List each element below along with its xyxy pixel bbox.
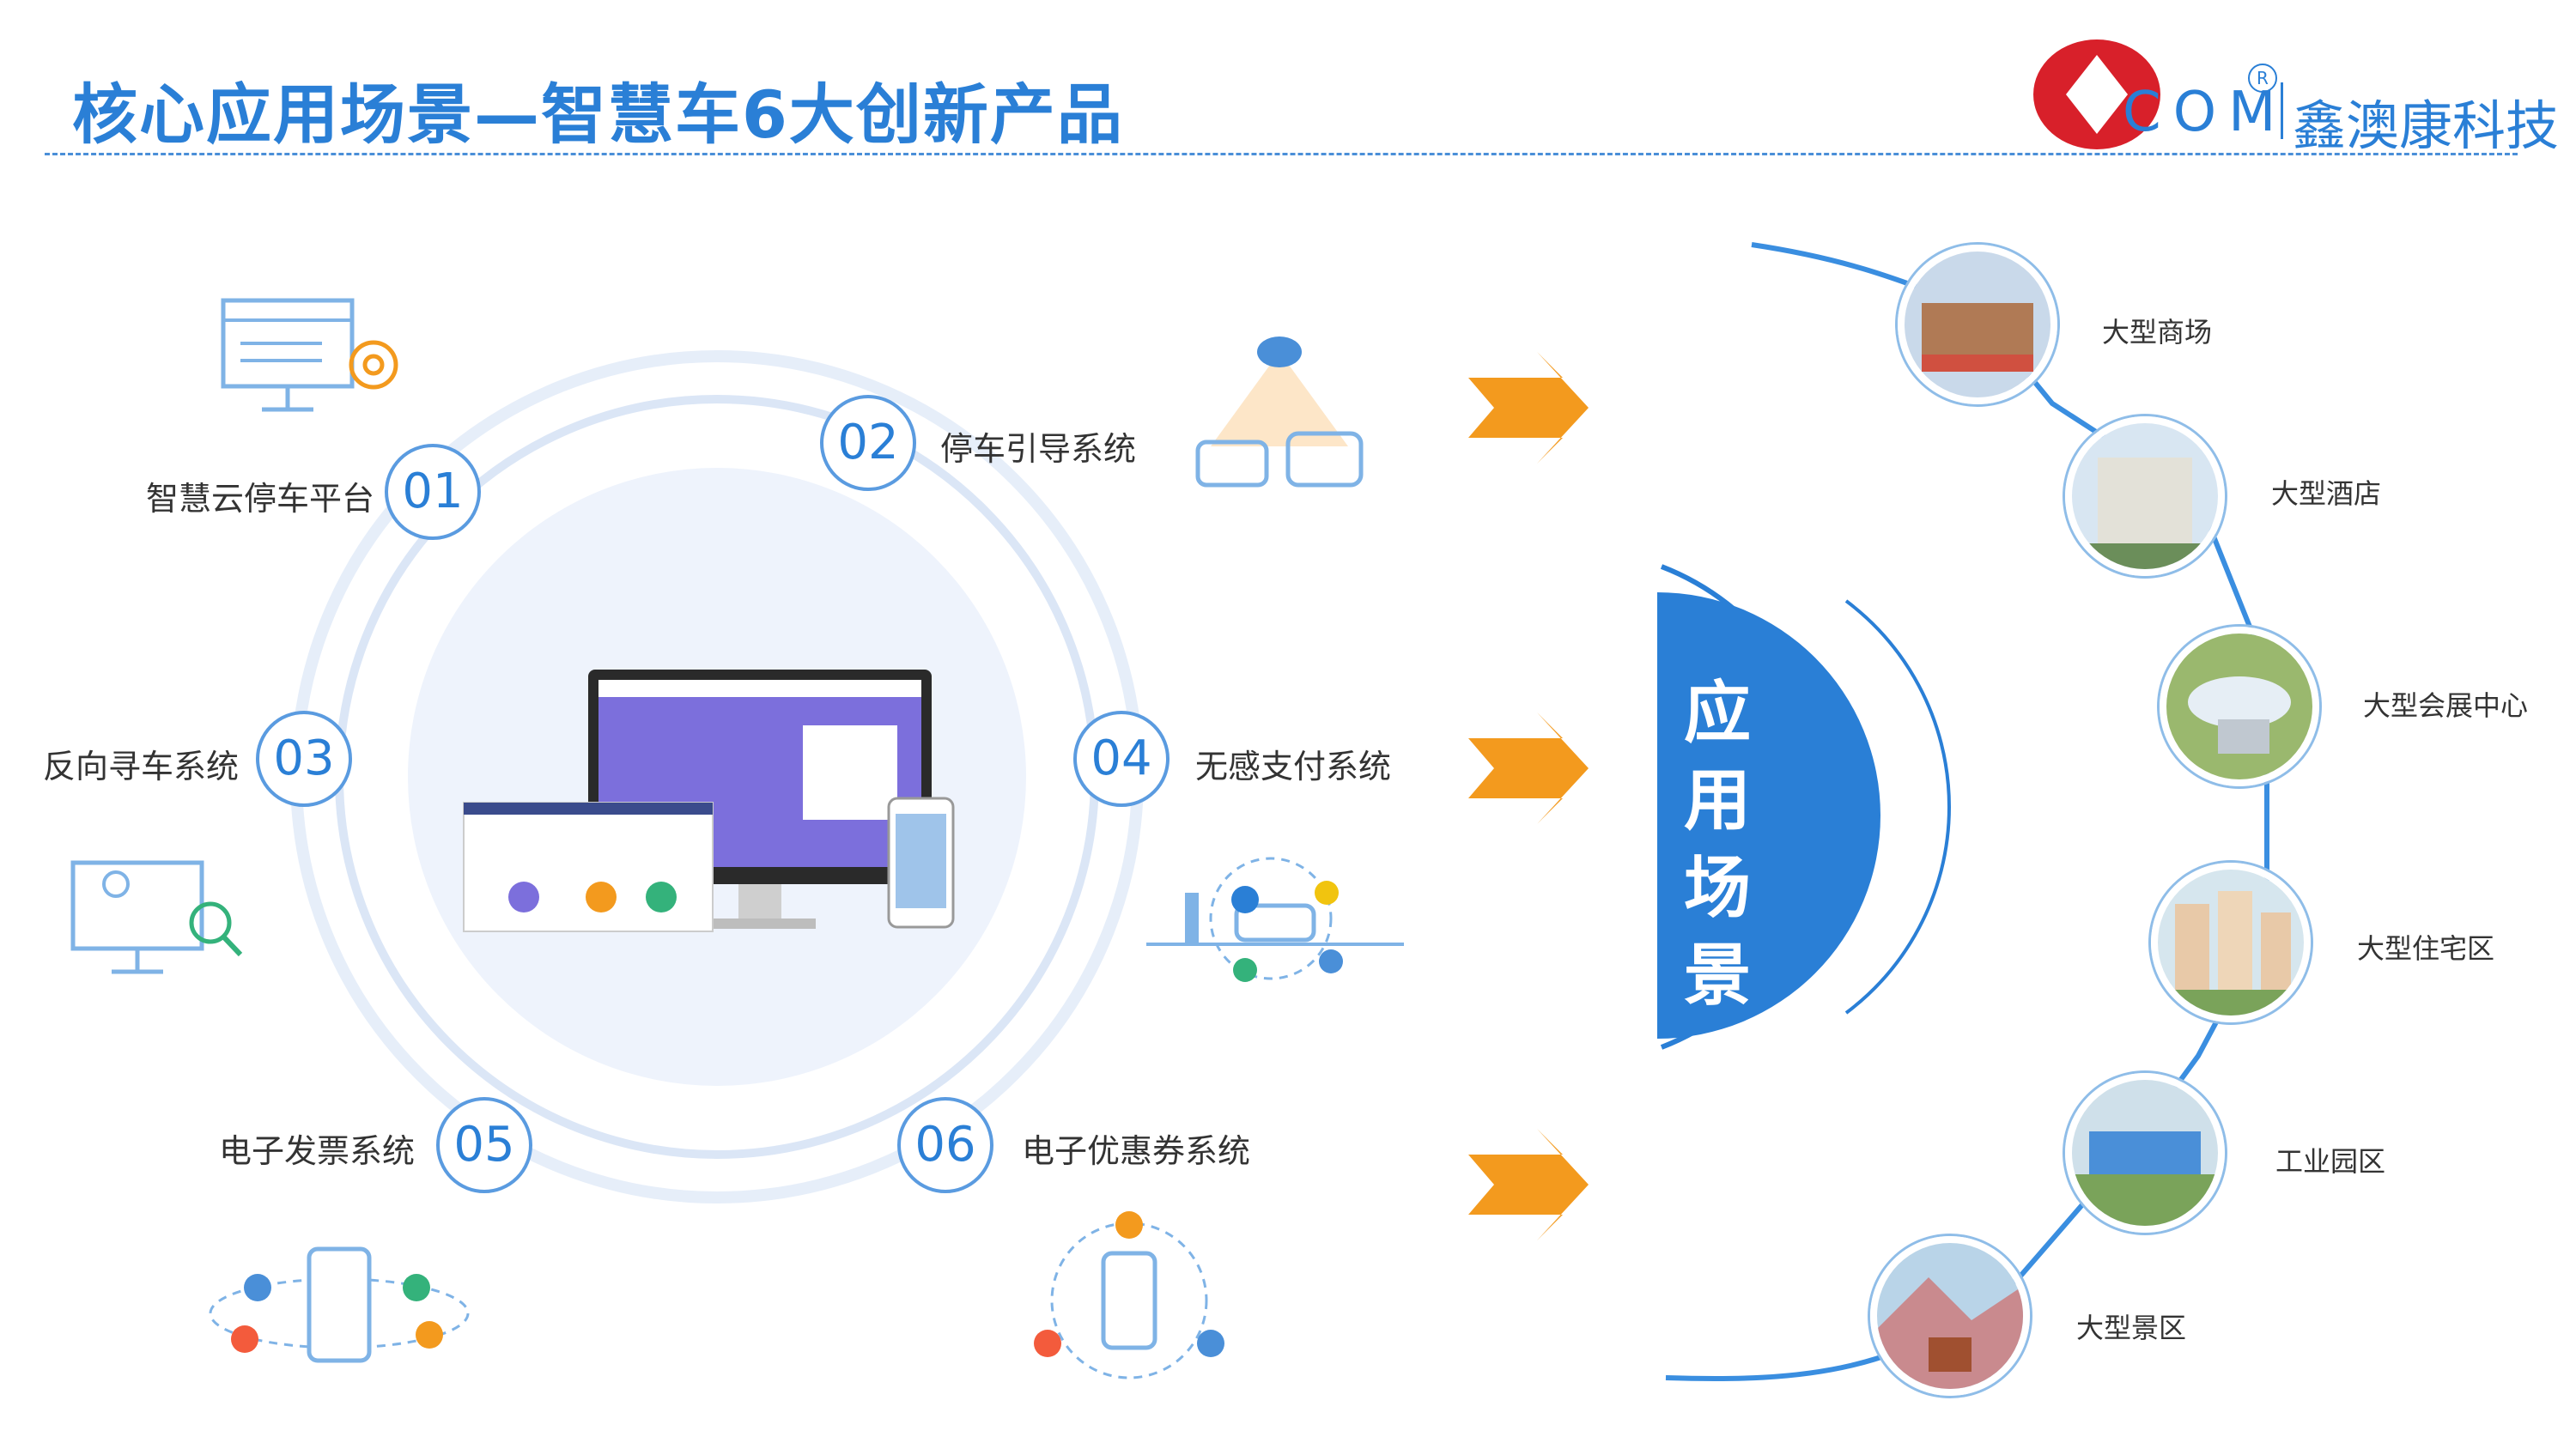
residential-area-photo (2151, 863, 2311, 1022)
product-label-03: 反向寻车系统 (43, 748, 240, 785)
exhibition-center-photo (2160, 627, 2319, 786)
scene-label-mall: 大型商场 (2102, 316, 2213, 349)
scene-label-exhibition: 大型会展中心 (2363, 689, 2529, 722)
product-label-01: 智慧云停车平台 (146, 480, 375, 518)
registered-mark: R (2248, 64, 2277, 93)
contactless-payment-icon (1146, 857, 1404, 982)
cloud-platform-monitor-icon (221, 298, 398, 412)
application-scene-label: 应 用 场 景 (1679, 670, 1756, 1020)
car-finder-monitor-icon (70, 860, 243, 974)
ocom-logo-mark (2033, 39, 2160, 149)
header-divider (45, 153, 2518, 155)
scene-label-hotel: 大型酒店 (2271, 477, 2382, 510)
e-invoice-phone-icon (209, 1246, 470, 1363)
scene-char-2: 用 (1683, 762, 1751, 840)
scene-char-4: 景 (1683, 937, 1751, 1015)
application-scene-badge (1657, 592, 1880, 1039)
company-name: 鑫澳康科技 (2293, 94, 2560, 157)
scenic-area-photo (1870, 1236, 2030, 1396)
product-number-03: 03 (256, 711, 352, 807)
scene-char-3: 场 (1683, 850, 1751, 927)
logo-separator (2281, 82, 2283, 139)
product-label-05: 电子发票系统 (219, 1132, 416, 1170)
product-number-02: 02 (820, 395, 916, 491)
product-number-06: 06 (897, 1097, 993, 1193)
scene-char-1: 应 (1683, 675, 1751, 752)
product-label-04: 无感支付系统 (1195, 748, 1392, 785)
orange-arrow-bottom (1468, 1129, 1589, 1240)
industrial-park-photo (2065, 1073, 2225, 1233)
platform-monitor-illustration (463, 670, 955, 932)
shopping-mall-photo (1898, 245, 2057, 404)
parking-guidance-camera-icon (1195, 336, 1364, 488)
center-arc-decor (1844, 599, 1951, 1015)
hotel-photo (2065, 416, 2225, 576)
orange-arrow-top (1468, 352, 1589, 464)
page-title: 核心应用场景—智慧车6大创新产品 (72, 76, 1124, 153)
product-number-04: 04 (1073, 711, 1170, 807)
product-label-06: 电子优惠券系统 (1022, 1132, 1251, 1170)
scene-label-residential: 大型住宅区 (2357, 932, 2495, 965)
product-label-02: 停车引导系统 (940, 430, 1137, 468)
orange-arrow-middle (1468, 712, 1589, 824)
e-coupon-phone-icon (1034, 1211, 1224, 1379)
logo-com-text: COM (2123, 81, 2288, 144)
scene-label-industrial: 工业园区 (2275, 1145, 2386, 1178)
scene-label-scenic: 大型景区 (2076, 1312, 2187, 1344)
product-number-01: 01 (385, 444, 481, 540)
product-number-05: 05 (436, 1097, 532, 1193)
